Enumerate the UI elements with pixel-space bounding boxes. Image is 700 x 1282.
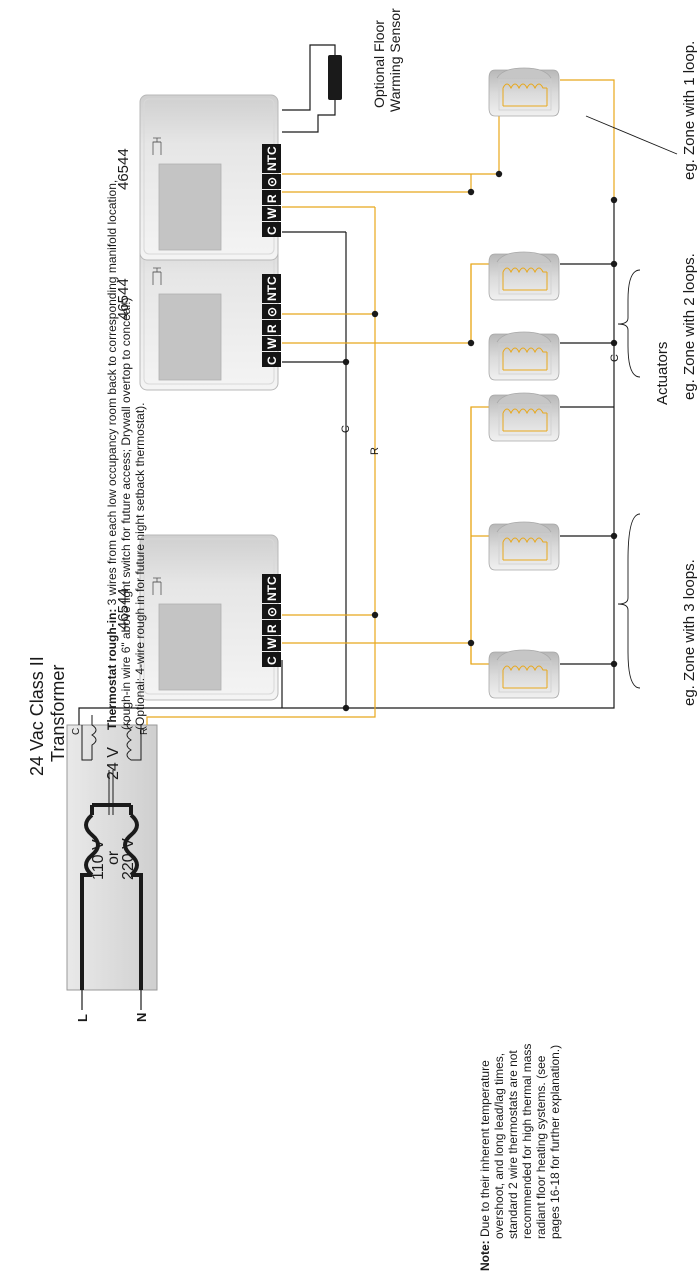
thermostat-2-terminal-label-3: R (265, 324, 279, 333)
lead-N: N (134, 1013, 149, 1022)
wiring: C R C (78, 44, 621, 725)
primary-voltage-1: 110 V (90, 839, 107, 880)
secondary-coil (81, 715, 97, 761)
svg-text:Thermostat rough-in: 3 wires f: Thermostat rough-in: 3 wires from each l… (105, 180, 119, 730)
thermostat-1-terminal-label-5: NTC (265, 576, 279, 601)
thermostat-2-terminal-label-4: ⊙ (265, 307, 279, 317)
thermostat-1-terminal-label-3: R (265, 624, 279, 633)
thermostat-1-terminal-3: R (262, 620, 281, 635)
thermostat-2-terminal-label-1: C (265, 356, 279, 365)
thermostat-3-terminal-1: C (262, 222, 281, 237)
thermostat-2-model: 46544 (115, 278, 132, 320)
actuator-zone3-b (488, 521, 560, 571)
sensor-label-line1: Optional Floor (371, 20, 387, 108)
transformer: 24 Vac Class II Transformer L N 110 V or… (27, 656, 158, 1022)
thermostat-1-terminal-1: C (262, 652, 281, 667)
thermostat-3-terminal-3: R (262, 190, 281, 205)
thermostat-3-model: 46544 (115, 148, 132, 190)
actuator-zone2-b (488, 251, 560, 301)
thermostat-3-terminal-2: W (262, 206, 281, 221)
thermostat-3-terminal-label-2: W (265, 207, 279, 219)
r-bus-label: R (369, 447, 381, 455)
note-line-1: overshoot, and long lead/lag times, (492, 1053, 506, 1239)
zone-3-label: eg. Zone with 3 loops. (681, 559, 698, 706)
actuators-label: Actuators (654, 342, 671, 405)
sensor-body (328, 55, 342, 100)
zone-1-label: eg. Zone with 1 loop. (681, 41, 698, 180)
rough-in-line1: 3 wires from each low occupancy room bac… (105, 180, 119, 609)
secondary-voltage: 24 V (105, 747, 122, 780)
rough-in-bold: Thermostat rough-in: (105, 609, 119, 730)
thermostat-3-terminal-4: ⊙ (262, 174, 281, 189)
bottom-note: Note: Due to their inherent temperature … (478, 1044, 562, 1271)
note-line-4: radiant floor heating systems. (see (534, 1055, 548, 1239)
thermostat-2-terminal-5: NTC (262, 274, 281, 303)
transformer-title-line1: 24 Vac Class II (27, 656, 47, 776)
note-bold: Note: (478, 1240, 492, 1271)
note-line-2: standard 2 wire thermostats are not (506, 1050, 520, 1239)
thermostat-1-terminal-label-2: W (265, 637, 279, 649)
note-line-3: recommended for high thermal mass (520, 1044, 534, 1239)
tap-R: R (139, 728, 150, 735)
actuator-zone3-a (488, 649, 560, 699)
thermostat-2-terminal-4: ⊙ (262, 304, 281, 319)
sensor-label-line2: Warming Sensor (387, 8, 403, 112)
thermostat-2-terminal-1: C (262, 352, 281, 367)
thermostat-1-model: 46544 (115, 588, 132, 630)
actuator-zone3-c (488, 392, 560, 442)
thermostat-2: 46544 (115, 224, 279, 391)
zone-labels: eg. Zone with 3 loops. eg. Zone with 2 l… (585, 41, 698, 706)
thermostat-2-terminal-2: W (262, 336, 281, 351)
primary-coil (84, 813, 139, 877)
thermostat-rough-in-note: Thermostat rough-in: 3 wires from each l… (105, 180, 147, 730)
lead-L: L (75, 1014, 90, 1022)
thermostat-3-terminal-5: NTC (262, 144, 281, 173)
floor-warming-sensor: Optional Floor Warming Sensor (328, 8, 403, 112)
thermostat-1-terminal-label-1: C (265, 656, 279, 665)
c-bus-label: C (340, 425, 352, 433)
svg-text:Note: Due to their inherent te: Note: Due to their inherent temperature (478, 1060, 492, 1271)
transformer-title-line2: Transformer (48, 665, 68, 762)
thermostat-1-terminal-label-4: ⊙ (265, 607, 279, 617)
rough-in-line2: (rough-in wire 6" above light switch for… (119, 298, 133, 730)
actuator-c-label: C (609, 354, 621, 362)
actuators: Actuators (488, 67, 671, 699)
thermostat-3-terminal-label-4: ⊙ (265, 177, 279, 187)
thermostat-3-terminal-label-1: C (265, 226, 279, 235)
thermostat-2-terminal-label-2: W (265, 337, 279, 349)
thermostat-3-terminal-label-3: R (265, 194, 279, 203)
zone-2-label: eg. Zone with 2 loops. (681, 253, 698, 400)
thermostat-1-terminal-2: W (262, 636, 281, 651)
actuator-zone2-a (488, 331, 560, 381)
thermostat-1-terminal-4: ⊙ (262, 604, 281, 619)
rough-in-line3: (Optional: 4-wire rough in for future ni… (133, 403, 147, 731)
primary-voltage-or: or (105, 850, 122, 865)
thermostat-2-terminal-label-5: NTC (265, 276, 279, 301)
tap-C: C (71, 728, 82, 735)
note-line-0: Due to their inherent temperature (478, 1060, 492, 1240)
thermostat-1-terminal-5: NTC (262, 574, 281, 603)
thermostat-1: 46544 (115, 534, 279, 701)
note-line-5: pages 16-18 for further explanation.) (548, 1045, 562, 1239)
actuator-zone1-a (488, 67, 560, 117)
thermostat-3: 46544 (115, 94, 279, 261)
primary-voltage-2: 220 V (120, 838, 137, 880)
thermostat-3-terminal-label-5: NTC (265, 146, 279, 171)
thermostat-2-terminal-3: R (262, 320, 281, 335)
